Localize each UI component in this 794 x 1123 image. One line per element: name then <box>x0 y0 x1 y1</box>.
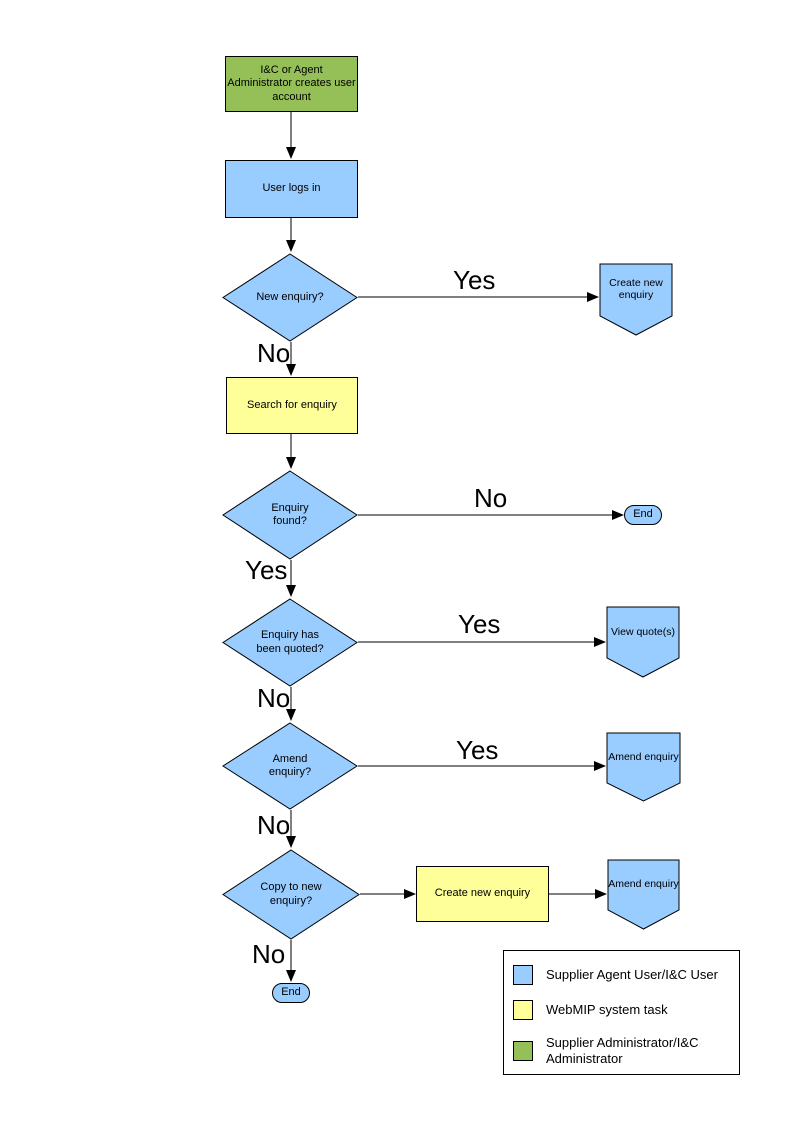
offpage-shape <box>606 606 680 678</box>
legend-label: WebMIP system task <box>546 1001 668 1017</box>
node-search-for-enquiry: Search for enquiry <box>226 377 358 434</box>
diamond-shape <box>222 722 358 810</box>
node-copy-to-new-decision: Copy to new enquiry? <box>222 849 360 940</box>
node-label: View quote(s) <box>610 625 675 638</box>
edge-label-quoted-yes: Yes <box>458 609 501 639</box>
node-label: New enquiry? <box>256 290 324 303</box>
legend-label: Supplier Agent User/I&C User <box>546 966 718 982</box>
node-user-login: User logs in <box>225 160 358 218</box>
node-enquiry-quoted-decision: Enquiry has been quoted? <box>222 598 358 687</box>
diamond-shape <box>222 470 358 560</box>
node-enquiry-found-decision: Enquiry found? <box>222 470 358 560</box>
diamond-shape <box>222 598 358 687</box>
node-label: Copy to new enquiry? <box>260 881 322 907</box>
node-label: Create new enquiry <box>434 887 531 900</box>
offpage-shape <box>606 732 681 802</box>
node-label: Create new enquiry <box>609 276 663 302</box>
node-label: I&C or Agent Administrator creates user … <box>227 64 356 103</box>
diamond-shape <box>222 849 360 940</box>
legend-swatch-user <box>513 965 533 985</box>
legend-item-system: WebMIP system task <box>513 1000 731 1020</box>
edge-label-amend-yes: Yes <box>456 735 499 765</box>
legend-item-admin: Supplier Administrator/I&C Administrator <box>513 1035 731 1068</box>
offpage-shape <box>607 859 680 930</box>
node-view-quotes-link: View quote(s) <box>606 606 680 678</box>
legend-swatch-system <box>513 1000 533 1020</box>
node-label: User logs in <box>262 182 321 195</box>
node-create-new-enquiry-link: Create new enquiry <box>599 263 673 336</box>
node-account-creation: I&C or Agent Administrator creates user … <box>225 56 358 112</box>
offpage-shape <box>599 263 673 336</box>
node-end-2: End <box>272 983 310 1003</box>
edge-label-quoted-no: No <box>257 683 291 713</box>
node-label: Enquiry found? <box>271 501 309 527</box>
edge-label-new-enquiry-yes: Yes <box>453 265 496 295</box>
legend: Supplier Agent User/I&C User WebMIP syst… <box>503 950 740 1075</box>
node-create-new-enquiry-task: Create new enquiry <box>416 866 549 922</box>
node-label: Amend enquiry? <box>268 752 312 778</box>
node-label: Search for enquiry <box>247 398 337 411</box>
node-amend-enquiry-link-2: Amend enquiry <box>607 859 680 930</box>
node-amend-enquiry-decision: Amend enquiry? <box>222 722 358 810</box>
edge-label-enquiry-found-yes: Yes <box>245 555 288 585</box>
node-label: Amend enquiry <box>608 878 679 891</box>
edge-label-copy-no: No <box>252 939 286 969</box>
node-end-1: End <box>624 505 662 525</box>
node-amend-enquiry-link-1: Amend enquiry <box>606 732 681 802</box>
node-label: End <box>633 508 653 521</box>
node-new-enquiry-decision: New enquiry? <box>222 253 358 342</box>
node-label: End <box>281 986 301 999</box>
node-label: Enquiry has been quoted? <box>256 629 324 655</box>
diamond-shape <box>222 253 358 342</box>
edge-label-enquiry-found-no: No <box>474 483 508 513</box>
legend-label: Supplier Administrator/I&C Administrator <box>546 1035 699 1067</box>
legend-item-user: Supplier Agent User/I&C User <box>513 965 731 985</box>
legend-swatch-admin <box>513 1041 533 1062</box>
edge-label-amend-no: No <box>257 810 291 840</box>
edge-label-new-enquiry-no: No <box>257 338 291 368</box>
node-label: Amend enquiry <box>608 750 679 763</box>
